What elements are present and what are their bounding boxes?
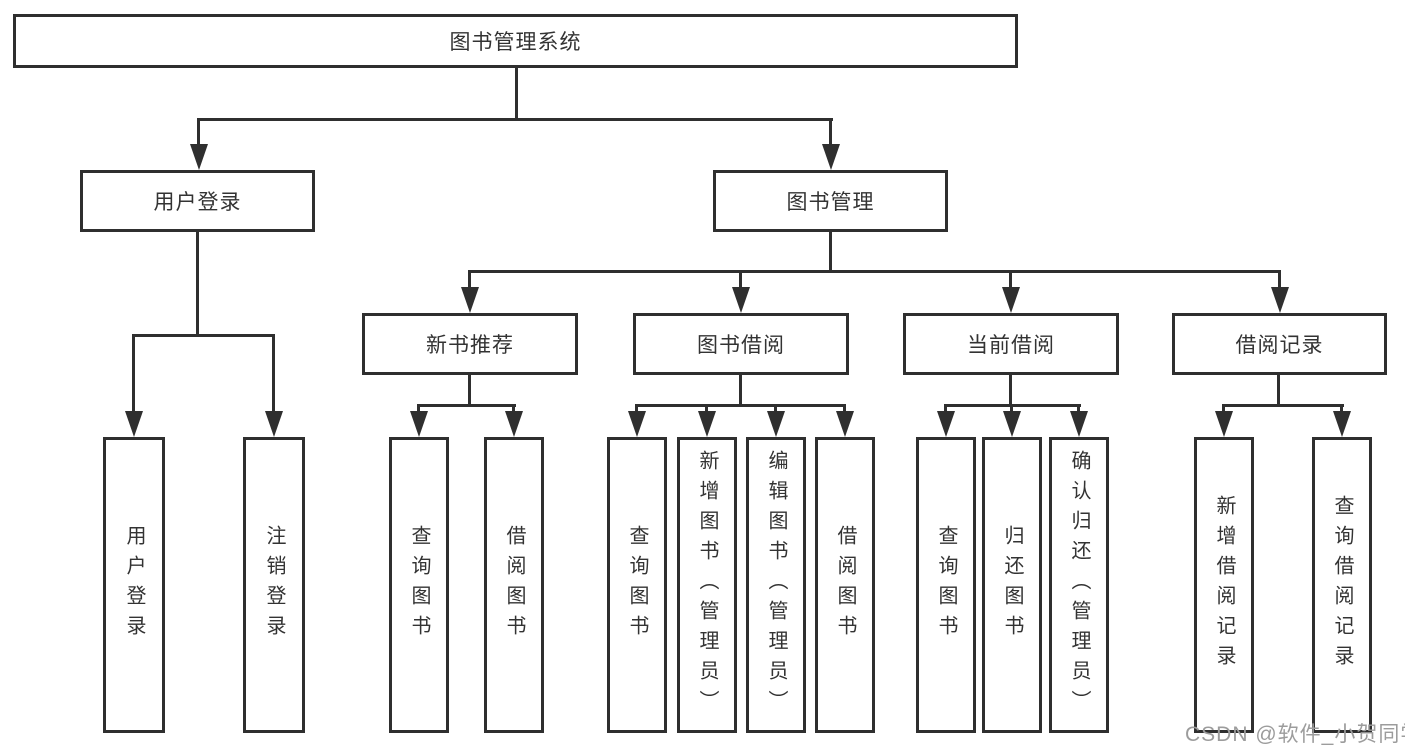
node-label: 图书管理系统	[449, 31, 582, 54]
arrow-down-icon	[1333, 411, 1351, 437]
node-new-book-recommendation: 新书推荐	[362, 313, 578, 375]
node-label: 用户登录	[153, 191, 242, 214]
connector-line	[843, 406, 846, 414]
connector-line	[417, 406, 420, 414]
arrow-down-icon	[1271, 287, 1289, 313]
arrow-down-icon	[505, 411, 523, 437]
connector-line	[196, 232, 199, 336]
leaf-label: 借阅图书	[503, 525, 525, 645]
leaf-user-login: 用户登录	[103, 437, 165, 733]
leaf-label: 注销登录	[263, 525, 285, 645]
connector-line	[417, 404, 516, 407]
arrow-down-icon	[628, 411, 646, 437]
leaf-edit-books-admin: 编辑图书（管理员）	[746, 437, 806, 733]
connector-line	[829, 120, 832, 148]
leaf-label: 查询图书	[626, 525, 648, 645]
node-label: 图书借阅	[697, 334, 785, 357]
node-label: 当前借阅	[967, 334, 1055, 357]
connector-line	[197, 120, 200, 148]
leaf-label: 确认归还（管理员）	[1068, 450, 1090, 720]
leaf-query-books-borrowing: 查询图书	[607, 437, 667, 733]
node-label: 图书管理	[786, 191, 875, 214]
leaf-query-books-current: 查询图书	[916, 437, 976, 733]
connector-line	[1009, 272, 1012, 289]
leaf-add-books-admin: 新增图书（管理员）	[677, 437, 737, 733]
arrow-down-icon	[1003, 411, 1021, 437]
node-library-system: 图书管理系统	[13, 14, 1018, 68]
node-borrowing-records: 借阅记录	[1172, 313, 1387, 375]
node-book-borrowing: 图书借阅	[633, 313, 849, 375]
connector-line	[1222, 404, 1344, 407]
connector-line	[774, 406, 777, 414]
connector-line	[739, 272, 742, 289]
connector-line	[512, 406, 515, 414]
connector-line	[635, 404, 846, 407]
leaf-add-borrow-record: 新增借阅记录	[1194, 437, 1254, 733]
leaf-label: 查询借阅记录	[1331, 495, 1353, 675]
arrow-down-icon	[937, 411, 955, 437]
watermark-text: CSDN @软件_小贺同学	[1185, 723, 1405, 746]
arrow-down-icon	[698, 411, 716, 437]
node-label: 新书推荐	[426, 334, 514, 357]
connector-line	[705, 406, 708, 414]
leaf-label: 查询图书	[408, 525, 430, 645]
connector-line	[739, 375, 742, 406]
connector-line	[515, 68, 518, 121]
node-current-borrowing: 当前借阅	[903, 313, 1119, 375]
leaf-label: 编辑图书（管理员）	[765, 450, 787, 720]
leaf-return-books: 归还图书	[982, 437, 1042, 733]
connector-line	[944, 404, 1081, 407]
connector-line	[468, 270, 1281, 273]
arrow-down-icon	[1070, 411, 1088, 437]
connector-line	[1010, 406, 1013, 414]
leaf-confirm-return-admin: 确认归还（管理员）	[1049, 437, 1109, 733]
leaf-label: 查询图书	[935, 525, 957, 645]
leaf-query-borrow-record: 查询借阅记录	[1312, 437, 1372, 733]
leaf-label: 借阅图书	[834, 525, 856, 645]
leaf-logout: 注销登录	[243, 437, 305, 733]
connector-line	[1222, 406, 1225, 414]
node-label: 借阅记录	[1235, 334, 1324, 357]
leaf-borrow-books-borrowing: 借阅图书	[815, 437, 875, 733]
arrow-down-icon	[125, 411, 143, 437]
leaf-label: 新增借阅记录	[1213, 495, 1235, 675]
connector-line	[468, 272, 471, 289]
leaf-borrow-books-recommend: 借阅图书	[484, 437, 544, 733]
leaf-label: 新增图书（管理员）	[696, 450, 718, 720]
arrow-down-icon	[1002, 287, 1020, 313]
arrow-down-icon	[410, 411, 428, 437]
leaf-query-books-recommend: 查询图书	[389, 437, 449, 733]
node-book-management: 图书管理	[713, 170, 948, 232]
connector-line	[1009, 375, 1012, 406]
connector-line	[1077, 406, 1080, 414]
connector-line	[1277, 375, 1280, 406]
connector-line	[272, 336, 275, 413]
connector-line	[468, 375, 471, 406]
connector-line	[132, 334, 275, 337]
arrow-down-icon	[1215, 411, 1233, 437]
arrow-down-icon	[190, 144, 208, 170]
connector-line	[635, 406, 638, 414]
connector-line	[1340, 406, 1343, 414]
connector-line	[944, 406, 947, 414]
connector-line	[197, 118, 833, 121]
connector-line	[132, 336, 135, 413]
arrow-down-icon	[461, 287, 479, 313]
arrow-down-icon	[265, 411, 283, 437]
connector-line	[1278, 272, 1281, 289]
arrow-down-icon	[822, 144, 840, 170]
arrow-down-icon	[836, 411, 854, 437]
leaf-label: 归还图书	[1001, 525, 1023, 645]
leaf-label: 用户登录	[123, 525, 145, 645]
connector-line	[829, 232, 832, 272]
arrow-down-icon	[767, 411, 785, 437]
arrow-down-icon	[732, 287, 750, 313]
node-user-login: 用户登录	[80, 170, 315, 232]
